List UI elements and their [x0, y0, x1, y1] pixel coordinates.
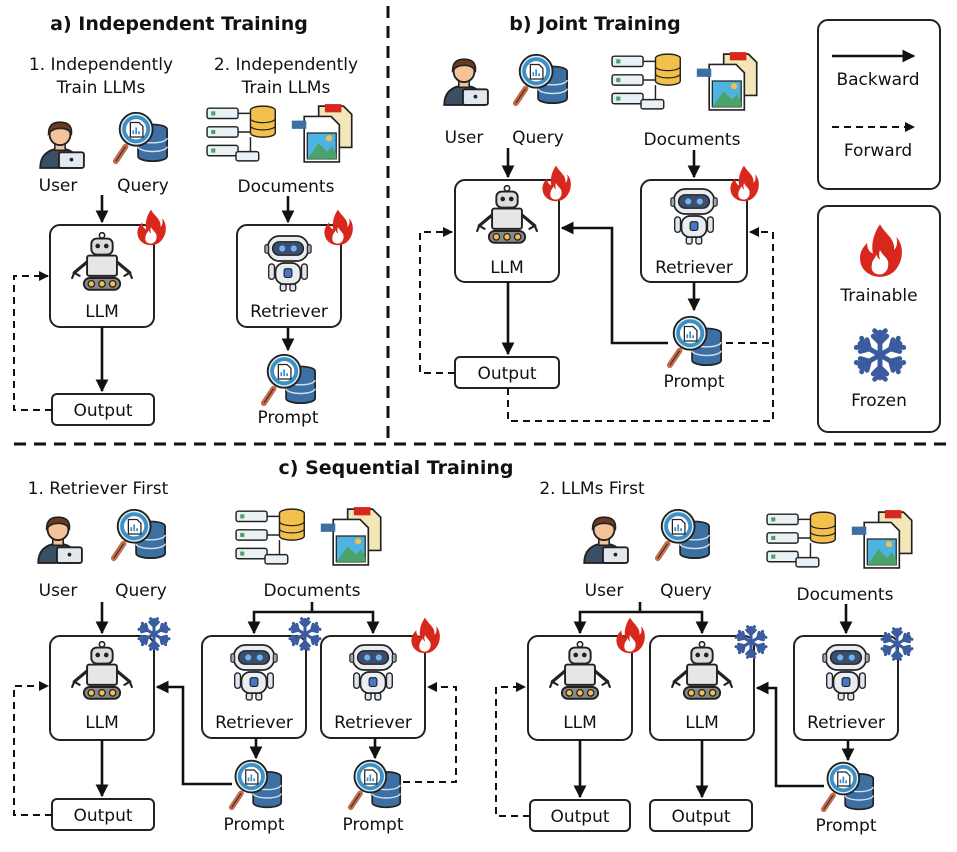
a1-subtitle-line2: Train LLMs	[56, 78, 146, 98]
c2-llm-a-flame-icon	[616, 617, 645, 654]
c2-prompt-icon	[824, 763, 873, 810]
c1-prompt-b-icon	[351, 761, 400, 808]
c2-query-to-llm-a-arrow	[573, 610, 640, 635]
legend-arrows-box	[817, 19, 941, 190]
a-llm-flame-icon	[137, 209, 166, 246]
b-user-icon	[443, 58, 489, 106]
c2-prompt-label: Prompt	[816, 816, 877, 836]
c2-query-label: Query	[660, 581, 712, 601]
section-b-title: b) Joint Training	[509, 13, 681, 35]
a-query-icon	[116, 113, 167, 161]
c1-retriever-a-label: Retriever	[215, 713, 293, 733]
legend-trainable-label: Trainable	[839, 286, 917, 306]
c2-llm-a-label: LLM	[563, 713, 597, 733]
a-retriever-label: Retriever	[250, 302, 328, 322]
a-llm-label: LLM	[85, 302, 119, 322]
c1-retriever-a-snowflake-icon	[290, 619, 321, 650]
c2-documents-label: Documents	[797, 585, 894, 605]
c2-retriever-label: Retriever	[807, 713, 885, 733]
a-documents-icon	[206, 103, 353, 163]
b-llm-flame-icon	[542, 165, 571, 202]
b-query-label: Query	[512, 128, 564, 148]
a2-subtitle-line1: 2. Independently	[214, 55, 358, 75]
a-user-label: User	[39, 176, 78, 196]
c1-user-icon	[37, 516, 83, 564]
legend-frozen-label: Frozen	[851, 391, 907, 411]
a-output-feedback-arrow	[13, 271, 52, 411]
c1-query-icon	[114, 510, 165, 558]
c1-query-label: Query	[115, 581, 167, 601]
a-documents-label: Documents	[238, 177, 335, 197]
b-query-icon	[516, 55, 567, 103]
c1-user-label: User	[39, 581, 78, 601]
c1-prompt-to-retriever-feedback-arrow	[403, 682, 457, 783]
a-retriever-flame-icon	[324, 209, 353, 246]
section-c-title: c) Sequential Training	[279, 457, 514, 479]
a-prompt-label: Prompt	[258, 408, 319, 428]
c2-llm-b-label: LLM	[685, 713, 719, 733]
c1-llm-label: LLM	[85, 713, 119, 733]
c2-query-to-llm-b-arrow	[640, 610, 709, 635]
b-prompt-label: Prompt	[664, 372, 725, 392]
b-documents-icon	[611, 51, 758, 111]
c1-retriever-b-flame-icon	[411, 617, 440, 654]
c1-prompt-to-llm-arrow	[155, 680, 232, 786]
c2-query-icon	[658, 510, 709, 558]
c2-prompt-to-llm-b-arrow	[755, 681, 824, 788]
c2-user-icon	[583, 516, 629, 564]
b-output-to-llm-feedback-arrow	[419, 227, 455, 374]
c1-documents-label: Documents	[264, 581, 361, 601]
b-llm-label: LLM	[490, 258, 524, 278]
c1-prompt-a-icon	[232, 761, 281, 808]
a1-subtitle-line1: 1. Independently	[29, 55, 173, 75]
c2-output-feedback-arrow	[495, 682, 530, 817]
section-a-title: a) Independent Training	[50, 13, 308, 35]
a-output-label: Output	[73, 401, 132, 421]
b-retriever-label: Retriever	[655, 258, 733, 278]
b-output-to-retriever-feedback-arrow	[507, 227, 774, 422]
b-prompt-icon	[670, 317, 721, 365]
c1-retriever-b-label: Retriever	[334, 713, 412, 733]
c2-output-b-box	[649, 799, 753, 832]
c1-docs-to-retriever-b-arrow	[312, 610, 380, 635]
a2-subtitle-line2: Train LLMs	[241, 78, 331, 98]
legend-status-box	[817, 205, 941, 433]
c1-output-label: Output	[73, 806, 132, 826]
c1-docs-to-retriever-a-arrow	[247, 610, 312, 635]
c2-output-a-label: Output	[550, 807, 609, 827]
c1-subtitle: 1. Retriever First	[28, 479, 169, 499]
a-user-icon	[39, 121, 85, 169]
c1-prompt-b-label: Prompt	[343, 815, 404, 835]
c2-documents-icon	[766, 509, 913, 569]
c1-output-feedback-arrow	[13, 681, 52, 816]
c2-subtitle: 2. LLMs First	[539, 479, 645, 499]
b-user-label: User	[445, 128, 484, 148]
c2-output-b-label: Output	[671, 807, 730, 827]
c1-llm-snowflake-icon	[139, 619, 170, 650]
b-retriever-flame-icon	[730, 165, 759, 202]
c2-user-label: User	[585, 581, 624, 601]
b-output-label: Output	[477, 364, 536, 384]
b-documents-label: Documents	[644, 130, 741, 150]
a-query-label: Query	[117, 176, 169, 196]
b-prompt-to-llm-arrow	[560, 221, 668, 345]
c1-prompt-a-label: Prompt	[224, 815, 285, 835]
legend-backward-label: Backward	[836, 70, 919, 90]
a-prompt-icon	[264, 355, 315, 403]
c1-documents-icon	[235, 506, 382, 566]
legend-forward-label: Forward	[844, 141, 912, 161]
